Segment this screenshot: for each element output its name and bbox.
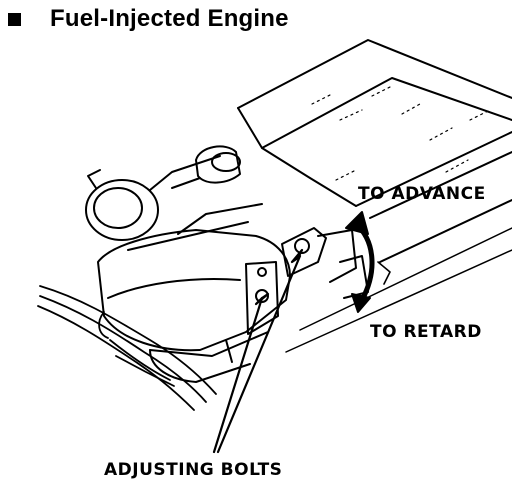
adjusting-bolt-leaders [212, 248, 304, 454]
retard-label: TO RETARD [370, 322, 482, 342]
page-title: Fuel-Injected Engine [50, 5, 289, 32]
distributor [85, 145, 369, 383]
bullet-icon [8, 12, 21, 26]
rotation-arrow-icon [345, 211, 391, 313]
engine-block [237, 39, 512, 353]
header: Fuel-Injected Engine [8, 2, 289, 36]
wiring-harness [37, 285, 217, 411]
adjusting-bolts-label: ADJUSTING BOLTS [104, 460, 283, 480]
advance-label: TO ADVANCE [358, 184, 486, 204]
